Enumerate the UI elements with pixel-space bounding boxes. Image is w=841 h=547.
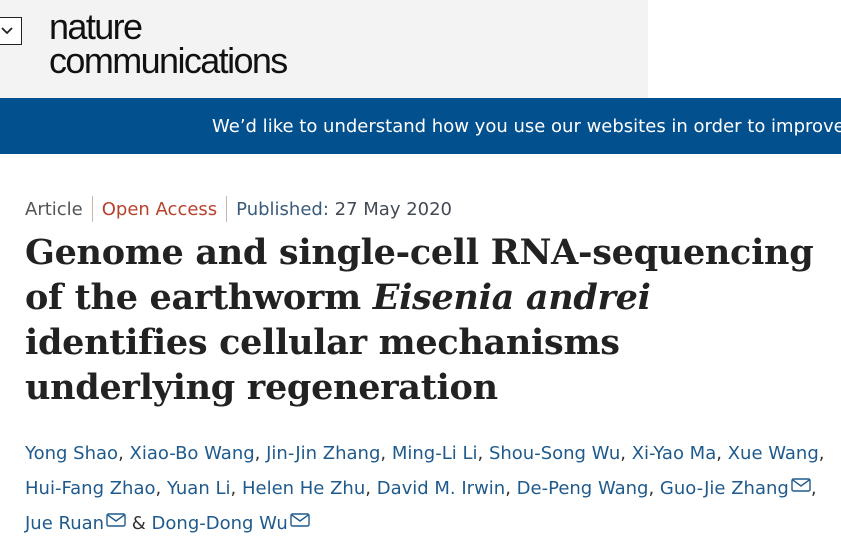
logo-line2: communications bbox=[49, 40, 288, 81]
meta-divider bbox=[91, 196, 93, 222]
mail-icon[interactable] bbox=[791, 478, 811, 492]
author-link[interactable]: Yuan Li bbox=[166, 478, 231, 499]
author-link[interactable]: Shou-Song Wu bbox=[488, 443, 621, 464]
article-title: Genome and single-cell RNA-sequencing of… bbox=[25, 230, 815, 410]
author-separator: , bbox=[254, 443, 267, 464]
author-separator: & bbox=[126, 513, 152, 534]
open-access-label: Open Access bbox=[101, 198, 218, 220]
meta-divider bbox=[226, 196, 228, 222]
author-separator: , bbox=[620, 443, 632, 464]
published-date: Published: 27 May 2020 bbox=[227, 199, 461, 220]
author-separator: , bbox=[648, 478, 660, 499]
title-part2: identifies cellular mechanisms underlyin… bbox=[25, 322, 620, 408]
author-separator: , bbox=[505, 478, 517, 499]
author-separator: , bbox=[716, 443, 728, 464]
author-link[interactable]: Jue Ruan bbox=[25, 513, 105, 534]
author-link[interactable]: Helen He Zhu bbox=[241, 478, 366, 499]
menu-dropdown[interactable] bbox=[0, 17, 22, 45]
author-link[interactable]: Guo-Jie Zhang bbox=[659, 478, 789, 499]
author-link[interactable]: Jin-Jin Zhang bbox=[266, 443, 381, 464]
author-separator: , bbox=[118, 443, 130, 464]
mail-icon[interactable] bbox=[106, 513, 126, 527]
mail-icon[interactable] bbox=[290, 513, 310, 527]
article-meta: Article Open Access Published: 27 May 20… bbox=[25, 196, 461, 222]
header-logo-area bbox=[0, 0, 648, 98]
author-link[interactable]: Ming-Li Li bbox=[391, 443, 478, 464]
logo-line1: nature bbox=[49, 6, 143, 47]
author-link[interactable]: Xiao-Bo Wang bbox=[129, 443, 255, 464]
author-link[interactable]: David M. Irwin bbox=[376, 478, 506, 499]
survey-banner[interactable]: We’d like to understand how you use our … bbox=[0, 98, 841, 154]
author-separator: , bbox=[365, 478, 377, 499]
author-separator: , bbox=[477, 443, 489, 464]
author-link[interactable]: Xue Wang bbox=[727, 443, 819, 464]
banner-text: We’d like to understand how you use our … bbox=[212, 116, 841, 137]
author-list: Yong Shao, Xiao-Bo Wang, Jin-Jin Zhang, … bbox=[25, 436, 825, 541]
author-link[interactable]: Hui-Fang Zhao bbox=[25, 478, 156, 499]
author-link[interactable]: Yong Shao bbox=[25, 443, 119, 464]
author-separator: , bbox=[230, 478, 242, 499]
author-link[interactable]: Dong-Dong Wu bbox=[151, 513, 288, 534]
author-separator: , bbox=[380, 443, 392, 464]
title-part1: Genome and single-cell RNA-sequencing of… bbox=[25, 232, 814, 318]
author-separator: , bbox=[810, 478, 817, 499]
author-link[interactable]: Xi-Yao Ma bbox=[631, 443, 717, 464]
author-separator: , bbox=[155, 478, 167, 499]
author-link[interactable]: De-Peng Wang bbox=[516, 478, 649, 499]
author-separator: , bbox=[818, 443, 825, 464]
published-value: 27 May 2020 bbox=[334, 198, 453, 220]
published-label: Published: bbox=[236, 198, 329, 220]
title-species: Eisenia andrei bbox=[372, 277, 651, 318]
article-type: Article bbox=[25, 198, 83, 220]
site-header: nature communications bbox=[0, 0, 841, 98]
chevron-down-icon bbox=[1, 27, 13, 35]
journal-logo[interactable]: nature communications bbox=[49, 6, 288, 81]
